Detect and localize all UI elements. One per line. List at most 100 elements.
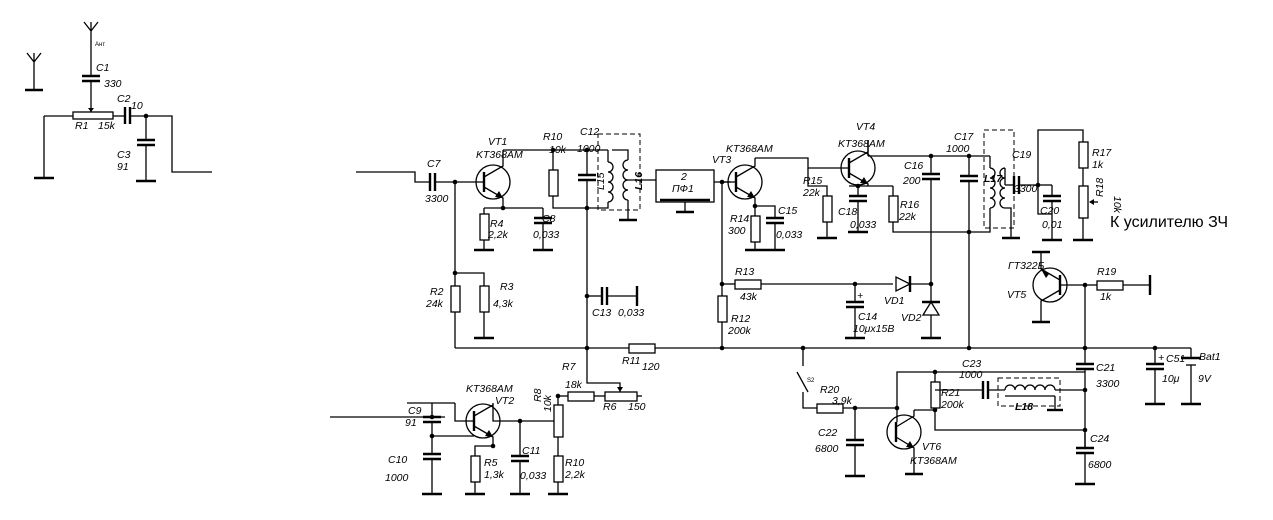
vt3-ref: VT3 [712, 154, 731, 166]
c15-value: 0,033 [776, 229, 802, 241]
r2-ref: R2 [430, 286, 444, 298]
c20-ref: C20 [1040, 205, 1059, 217]
capacitor-c1: C1 330 [82, 62, 122, 108]
transistor-vt5: ГТ322Б VT5 [1007, 260, 1085, 322]
r17-ref: R17 [1092, 147, 1112, 159]
r7-ref: R7 [562, 361, 577, 373]
r19-value: 1k [1100, 291, 1112, 303]
c3-ref: C3 [117, 149, 131, 161]
r10a-ref: R10 [543, 131, 562, 143]
c15-ref: C15 [778, 205, 797, 217]
r5-ref: R5 [484, 457, 498, 469]
vd1-ref: VD1 [884, 295, 904, 307]
r18-ref: R18 [1094, 178, 1106, 197]
r18-value: 10k [1111, 196, 1123, 214]
r20-ref: R20 [820, 384, 839, 396]
vt5-ref: VT5 [1007, 289, 1026, 301]
diode-vd2: VD2 [901, 284, 941, 340]
r12-value: 200k [727, 325, 752, 337]
c13-value: 0,033 [618, 307, 644, 319]
c24-ref: C24 [1090, 433, 1109, 445]
r11-ref: R11 [622, 355, 640, 367]
r6-value: 150 [628, 401, 646, 413]
transistor-vt4: VT4 KT368AM [838, 121, 885, 186]
c11-ref: C11 [522, 445, 540, 457]
r2-value: 24k [425, 298, 444, 310]
r15-ref: R15 [803, 175, 822, 187]
c19-ref: C19 [1012, 149, 1031, 161]
l17-ref: L17 [984, 173, 1003, 185]
c1-value: 330 [104, 78, 122, 90]
c12-value: 1000 [577, 143, 601, 155]
r13-value: 43k [740, 291, 758, 303]
c24-value: 6800 [1088, 459, 1112, 471]
battery-voltage: 9V [1198, 373, 1212, 385]
c2-ref: C2 [117, 93, 131, 105]
c12-ref: C12 [580, 126, 599, 138]
diode-vd1: VD1 [884, 275, 931, 307]
c22-ref: C22 [818, 427, 837, 439]
vt1-ref: VT1 [488, 136, 507, 148]
c51-value: 10μ [1162, 373, 1180, 385]
r10b-ref: R10 [565, 457, 584, 469]
vt1-type: KT368AM [476, 149, 523, 161]
c19-value: 3300 [1014, 183, 1038, 195]
c18-ref: C18 [838, 206, 857, 218]
l18-ref: L18 [1015, 401, 1033, 413]
c16-value: 200 [902, 175, 921, 187]
r14-ref: R14 [730, 213, 749, 225]
vd2-ref: VD2 [901, 312, 922, 324]
r15-value: 22k [802, 187, 821, 199]
r12-ref: R12 [731, 313, 750, 325]
c7-ref: C7 [427, 158, 442, 170]
c17-ref: C17 [954, 131, 974, 143]
vt2-ref: VT2 [495, 395, 514, 407]
r14-value: 300 [728, 225, 746, 237]
capacitor-c3: C3 91 [117, 116, 156, 183]
antenna-input-section: Ант C1 330 R1 15k C2 10 C3 91 [25, 21, 212, 183]
r1-ref: R1 [75, 120, 88, 132]
vt2-stage: C9 91 C10 1000 KT368AM VT2 R5 1,3k C11 0… [330, 343, 660, 496]
filter-pf1: 2 ПФ1 [655, 169, 731, 214]
filter-label: ПФ1 [672, 183, 694, 195]
c9-value: 91 [405, 417, 417, 429]
vt5-type: ГТ322Б [1008, 260, 1045, 272]
vt6-ref: VT6 [922, 441, 941, 453]
power-rail [455, 345, 1191, 351]
output-label: К усилителю ЗЧ [1110, 214, 1228, 231]
c14-value: 10μx15В [853, 323, 894, 335]
r20-value: 3,9k [832, 395, 853, 407]
c8-value: 0,033 [533, 229, 559, 241]
r6-ref: R6 [603, 401, 617, 413]
r21-ref: R21 [941, 387, 960, 399]
filter-pin: 2 [680, 171, 687, 183]
switch-label: S2 [807, 378, 815, 384]
r5-value: 1,3k [484, 469, 505, 481]
c20-value: 0,01 [1042, 219, 1062, 231]
c17-value: 1000 [946, 143, 970, 155]
vt1-collector-tank: R10 10k C12 1000 L15 L16 C13 0,033 [503, 126, 656, 348]
c7-value: 3300 [425, 193, 449, 205]
vt3-stage: VT3 KT368AM R14 300 C15 0,033 R13 43k R1… [712, 143, 894, 348]
l16-ref: L16 [633, 172, 645, 190]
antenna-label: Ант [95, 42, 105, 48]
l15-ref: L15 [595, 172, 607, 190]
vt6-oscillator: S2 R20 3,9k C22 6800 VT6 KT368AM R21 200… [796, 348, 1112, 486]
r7-value: 18k [565, 379, 583, 391]
r1-value: 15k [98, 120, 116, 132]
c10-ref: C10 [388, 454, 407, 466]
c14-ref: C14 [858, 311, 877, 323]
r13-ref: R13 [735, 266, 754, 278]
c14-plus: + [857, 290, 863, 302]
c2-value: 10 [131, 100, 143, 112]
c22-value: 6800 [815, 443, 839, 455]
c10-value: 1000 [385, 472, 409, 484]
r4-value: 2,2k [487, 229, 509, 241]
c16-ref: C16 [904, 160, 923, 172]
c9-ref: C9 [408, 405, 422, 417]
af-output-section: R17 1k R18 10k C20 0,01 К усилителю ЗЧ Г… [1007, 129, 1228, 448]
c21-value: 3300 [1096, 378, 1120, 390]
r19-ref: R19 [1097, 266, 1116, 278]
c3-value: 91 [117, 161, 129, 173]
